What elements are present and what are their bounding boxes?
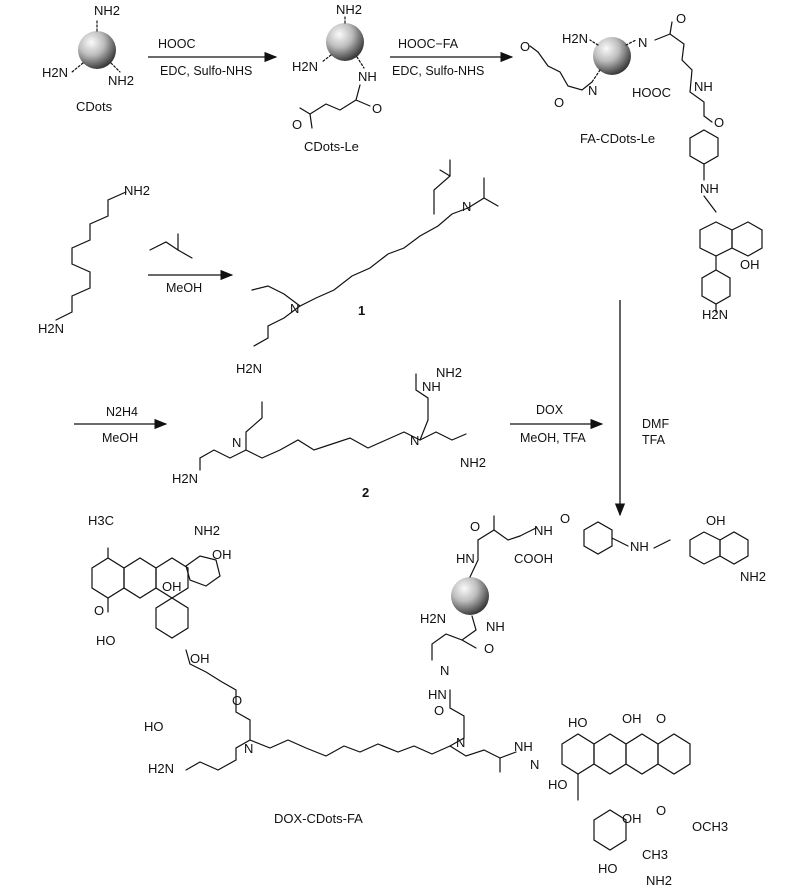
reagent-levulinic: HOOC [158, 37, 196, 51]
label-hn: HN [428, 687, 447, 702]
label-nh2: NH2 [124, 183, 151, 198]
label-n: N [530, 757, 540, 772]
label-nh: NH [486, 619, 505, 634]
label-nh2: NH2 [336, 2, 363, 17]
label-o: O [232, 693, 243, 708]
label-nh: NH [694, 79, 713, 94]
label-h2n: H2N [562, 31, 589, 46]
label-n: N [244, 741, 254, 756]
label-ho: HO [568, 715, 588, 730]
label-nh: NH [534, 523, 553, 538]
label-cdots-le: CDots-Le [304, 139, 359, 154]
reagent-dmf: DMF [642, 417, 670, 431]
label-n: N [290, 301, 300, 316]
label-o: O [714, 115, 725, 130]
label-n: N [456, 735, 466, 750]
label-hn: HN [456, 551, 475, 566]
label-h2n: H2N [38, 321, 65, 336]
label-h2n: H2N [148, 761, 175, 776]
label-cdots: CDots [76, 99, 113, 114]
label-o: O [560, 511, 571, 526]
label-nh2: NH2 [436, 365, 463, 380]
label-och3: OCH3 [692, 819, 729, 834]
label-nh: NH [630, 539, 649, 554]
label-o: O [484, 641, 495, 656]
label-o: O [676, 11, 687, 26]
label-o: O [372, 101, 383, 116]
label-ho: HO [96, 633, 116, 648]
label-h2n: H2N [702, 307, 729, 322]
label-nh2: NH2 [108, 73, 135, 88]
label-o: O [292, 117, 303, 132]
label-h2n: H2N [236, 361, 263, 376]
label-oh: OH [740, 257, 760, 272]
label-n: N [440, 663, 450, 678]
label-nh2: NH2 [194, 523, 221, 538]
label-h2n: H2N [420, 611, 447, 626]
label-cooh: COOH [514, 551, 553, 566]
cdot-sphere-1 [78, 31, 116, 69]
label-ho: HO [548, 777, 568, 792]
reagent-edc-2: EDC, Sulfo-NHS [392, 64, 485, 78]
reagent-meoh-tfa: MeOH, TFA [520, 431, 586, 445]
label-fa-cdots-le: FA-CDots-Le [580, 131, 656, 146]
label-h3c: H3C [88, 513, 115, 528]
label-h2n: H2N [172, 471, 199, 486]
label-oh: OH [622, 711, 642, 726]
label-o: O [520, 39, 531, 54]
reagent-n2h4: N2H4 [106, 405, 138, 419]
label-ho: HO [598, 861, 618, 876]
label-oh: OH [622, 811, 642, 826]
label-nh2: NH2 [646, 873, 673, 888]
label-nh: NH [358, 69, 377, 84]
cdot-sphere-3 [593, 37, 631, 75]
compound-number-2: 2 [362, 485, 370, 500]
label-nh2: NH2 [740, 569, 767, 584]
reagent-hooc-fa: HOOC−FA [398, 37, 459, 51]
cdot-sphere-2 [326, 23, 364, 61]
label-n: N [588, 83, 598, 98]
label-n: N [638, 35, 648, 50]
reagent-meoh-1: MeOH [166, 281, 203, 295]
reagent-edc-1: EDC, Sulfo-NHS [160, 64, 253, 78]
label-oh: OH [212, 547, 232, 562]
label-nh: NH [422, 379, 441, 394]
label-o: O [656, 711, 667, 726]
label-ho: HO [144, 719, 164, 734]
label-oh: OH [190, 651, 210, 666]
label-oh: OH [162, 579, 182, 594]
reagent-tfa: TFA [642, 433, 665, 447]
reagent-dox: DOX [536, 403, 564, 417]
label-h2n: H2N [292, 59, 319, 74]
label-o: O [656, 803, 667, 818]
label-hooc: HOOC [632, 85, 671, 100]
label-oh: OH [706, 513, 726, 528]
label-nh2: NH2 [460, 455, 487, 470]
reagent-meoh-2: MeOH [102, 431, 139, 445]
label-n: N [410, 433, 420, 448]
cdot-sphere-4 [451, 577, 489, 615]
label-o: O [554, 95, 565, 110]
label-o: O [470, 519, 481, 534]
label-o: O [94, 603, 105, 618]
label-n: N [462, 199, 472, 214]
label-ch3: CH3 [642, 847, 669, 862]
label-nh: NH [514, 739, 533, 754]
label-n: N [232, 435, 242, 450]
label-dox-cdots-fa: DOX-CDots-FA [274, 811, 363, 826]
compound-number-1: 1 [358, 303, 366, 318]
label-o: O [434, 703, 445, 718]
label-h2n: H2N [42, 65, 69, 80]
label-nh: NH [700, 181, 719, 196]
label-nh2: NH2 [94, 3, 121, 18]
